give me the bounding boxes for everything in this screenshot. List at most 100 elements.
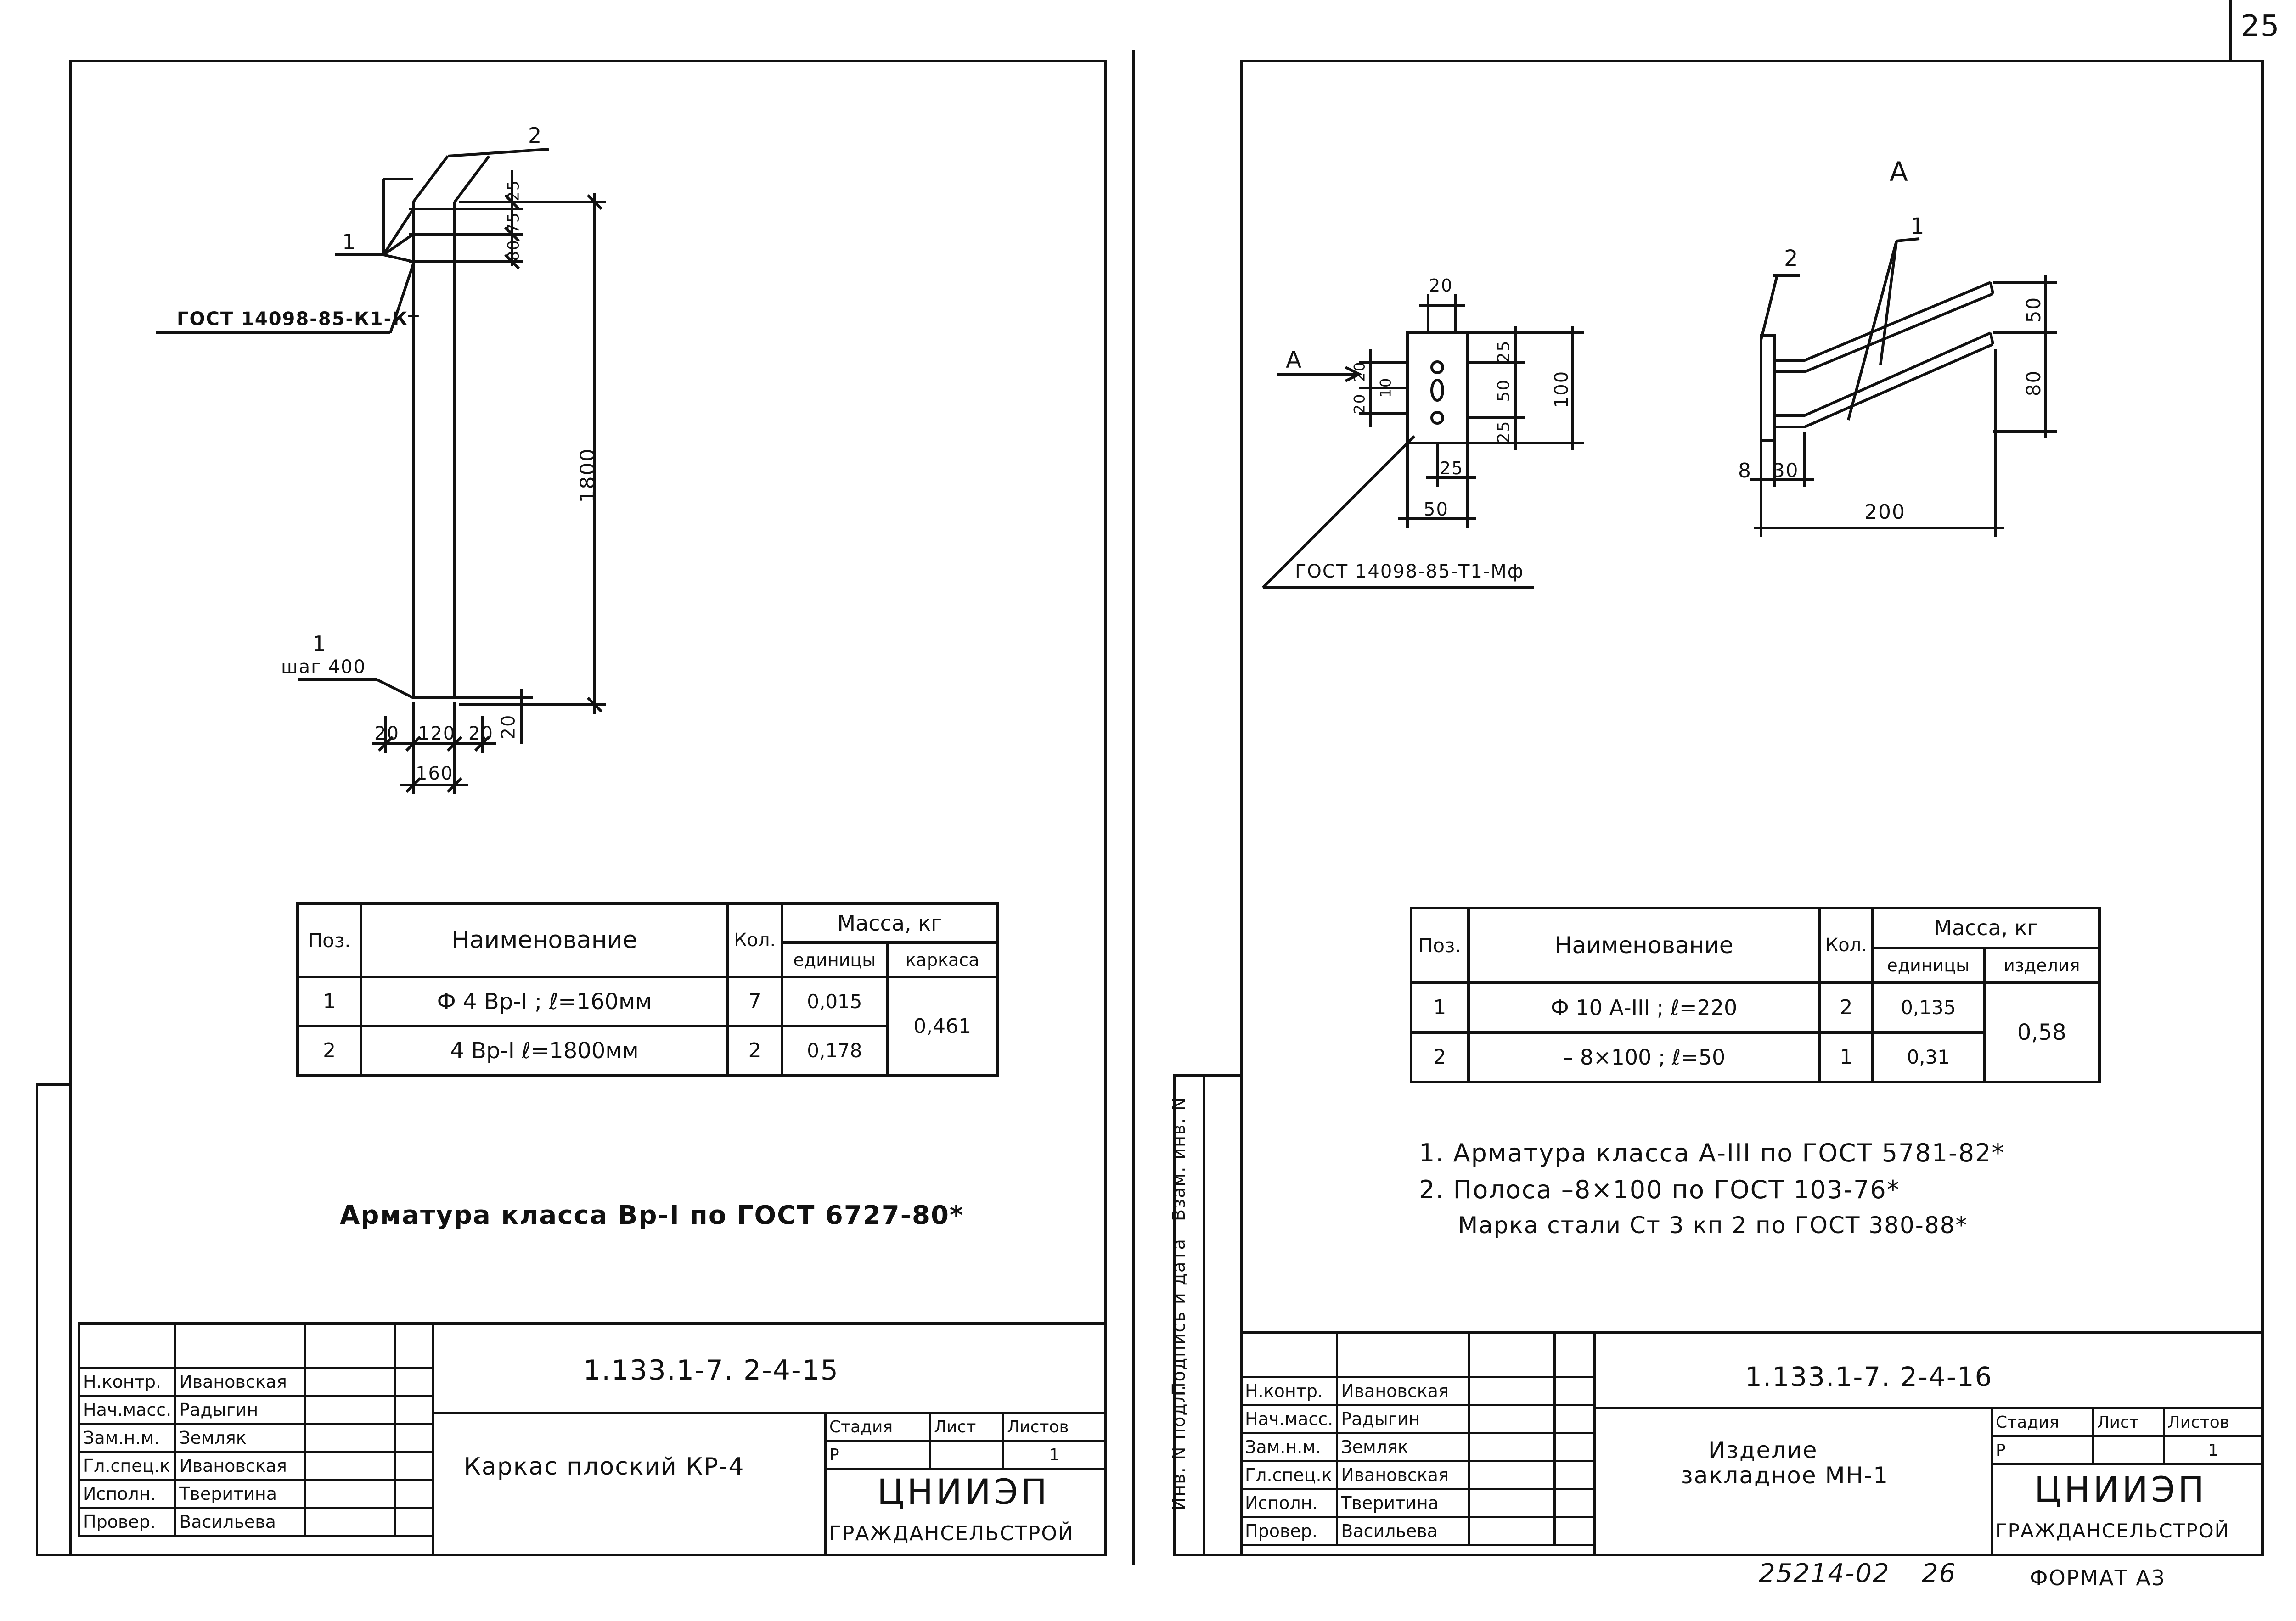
spec-row-name: 4 Вр-I ℓ=1800мм [360,1025,729,1077]
sheet2-note-1: 1. Арматура класса А-III по ГОСТ 5781-82… [1419,1139,2005,1167]
person-role: Нач.масс. [78,1395,177,1425]
sheet1-titleblock [78,1322,1107,1556]
signature [1468,1516,1556,1546]
spec-header-total: изделия [1982,946,2101,984]
spec-total: 0,58 [1982,981,2101,1083]
person-role: Н.контр. [78,1367,177,1397]
sheet2-dim-50-right: 50 [2022,296,2045,323]
person-name: Радыгин [1336,1404,1470,1434]
spec-header-qty: Кол. [1818,906,1874,984]
sheet1-dim-20b: 20 [468,723,494,744]
spec-row-qty: 1 [1818,1031,1874,1084]
sheet2-gost-weld: ГОСТ 14098-85-Т1-Мф [1295,561,1524,582]
spec-header-pos: Поз. [1410,906,1470,984]
sheet1-left-strip [36,1083,69,1556]
sheet2-dim-20-top: 20 [1429,275,1453,296]
spec-header-name: Наименование [1467,906,1821,984]
signature [1468,1404,1556,1434]
person-role: Провер. [1239,1516,1339,1546]
sheet2-org-name2: ГРАЖДАНСЕЛЬСТРОЙ [1995,1520,2230,1542]
sheet2-note-2: 2. Полоса –8×100 по ГОСТ 103-76* [1419,1175,1900,1204]
stage-header: Стадия [1991,1407,2094,1437]
sheet-value [929,1440,1005,1470]
signature [304,1451,397,1481]
sheet2-org-name: ЦНИИЭП [2034,1469,2207,1510]
person-role: Провер. [78,1507,177,1537]
sheet2-titleblock [1240,1331,2264,1556]
bottom-sheet-number: 26 [1922,1559,1957,1588]
sheet1-gost-weld: ГОСТ 14098-85-К1-Кт [177,308,420,330]
person-name: Ивановская [1336,1376,1470,1406]
sheet2-dim-50b: 50 [1424,499,1449,520]
sheets-value: 1 [1002,1440,1107,1470]
sheet2-pos2-label: 2 [1784,246,1799,271]
sheet2-dim-25a: 25 [1494,340,1514,363]
person-role: Зам.н.м. [1239,1432,1339,1462]
sheet2-frame [1240,60,2264,1556]
spec-header-total: каркаса [886,941,999,979]
spec-row-pos: 2 [1410,1031,1470,1084]
person-name: Васильева [174,1507,306,1537]
spec-row-qty: 2 [726,1025,783,1077]
sheet-value [2092,1435,2165,1465]
bottom-format: ФОРМАТ А3 [2030,1565,2166,1590]
spec-row-pos: 1 [1410,981,1470,1034]
sheet2-dim-100: 100 [1551,370,1573,409]
person-name: Ивановская [174,1451,306,1481]
sheet2-dim-20-left: 20 [1351,361,1368,382]
sheet1-note: Арматура класса Вр-I по ГОСТ 6727-80* [340,1200,964,1230]
signature [304,1395,397,1425]
spec-row-pos: 2 [296,1025,363,1077]
sheet1-pos1-top-label: 1 [342,230,357,254]
signature [1468,1460,1556,1490]
person-name: Радыгин [174,1395,306,1425]
person-role: Исполн. [78,1479,177,1509]
person-role: Гл.спец.к [78,1451,177,1481]
sheet2-dim-8: 8 [1738,459,1752,482]
person-name: Васильева [1336,1516,1470,1546]
tb2-vline-b [1991,1407,1993,1556]
person-name: Ивановская [1336,1460,1470,1490]
sheet1-dim-120: 120 [418,723,456,744]
sheet2-dim-30: 30 [1773,459,1799,482]
signature [1468,1488,1556,1518]
person-role: Н.контр. [1239,1376,1339,1406]
bottom-doc-number: 25214-02 [1759,1559,1890,1588]
spec-row-qty: 2 [1818,981,1874,1034]
spec-header-pos: Поз. [296,902,363,979]
sheets-value: 1 [2162,1435,2264,1465]
spec-row-name: Ф 4 Вр-I ; ℓ=160мм [360,976,729,1028]
sheet1-step-label: шаг 400 [281,656,366,678]
tb1-code-row-line [432,1412,1107,1414]
sheet1-frame [69,60,1107,1556]
page-number: 25 [2241,9,2280,43]
sheet2-doc-code: 1.133.1-7. 2-4-16 [1745,1361,1993,1392]
sheet1-spec-table: Поз. Наименование Кол. Масса, кг единицы… [296,902,999,1077]
spec-header-mass: Масса, кг [1871,907,2101,949]
sheet2-doc-title-1: Изделие [1708,1437,1818,1464]
spec-header-qty: Кол. [726,902,783,979]
sheet1-org-name: ЦНИИЭП [877,1471,1050,1512]
tb1-vline-b [824,1412,827,1556]
sheet2-pos1-label: 1 [1910,213,1925,239]
sheet2-dim-20-side: 20 [1351,393,1368,414]
person-name: Земляк [1336,1432,1470,1462]
person-role: Зам.н.м. [78,1423,177,1453]
sheet2-dim-80-right: 80 [2022,370,2045,397]
sheet2-dim-10: 10 [1377,377,1395,398]
sheet1-dim-20a: 20 [374,723,400,744]
signature [304,1423,397,1453]
person-name: Тверитина [174,1479,306,1509]
person-role: Нач.масс. [1239,1404,1339,1434]
sheet1-org-name2: ГРАЖДАНСЕЛЬСТРОЙ [829,1522,1074,1545]
spec-row-qty: 7 [726,976,783,1028]
sheets-header: Листов [1002,1412,1107,1442]
sheet1-dim-160: 160 [416,763,454,784]
spec-header-mass: Масса, кг [780,902,999,944]
signature [1468,1432,1556,1462]
tb2-vline-a [1593,1331,1596,1556]
person-name: Тверитина [1336,1488,1470,1518]
